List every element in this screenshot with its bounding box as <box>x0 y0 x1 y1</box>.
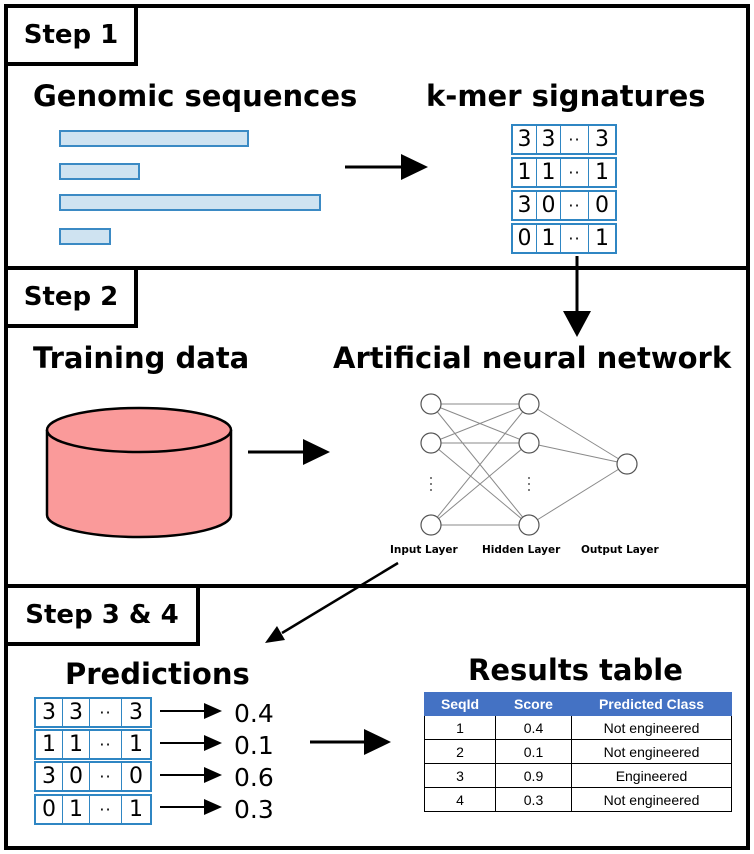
arrow-icon <box>160 767 222 783</box>
prediction-score: 0.6 <box>234 763 274 792</box>
kmer-cell: 1 <box>63 796 90 823</box>
arrow-diagonal-icon <box>265 561 399 643</box>
step1-tab: Step 1 <box>4 4 138 66</box>
kmer-cell: 1 <box>513 159 537 186</box>
arrow-icon <box>310 729 391 755</box>
kmer-cell: 1 <box>129 796 143 822</box>
prediction-kmer-row: 0 1 ·· 1 <box>34 794 152 825</box>
prediction-score: 0.1 <box>234 731 274 760</box>
input-layer-label: Input Layer <box>390 544 458 556</box>
prediction-score: 0.3 <box>234 795 274 824</box>
sequence-bar <box>59 130 249 147</box>
prediction-score: 0.4 <box>234 699 274 728</box>
table-cell: 2 <box>424 739 496 764</box>
kmer-ellipsis: ·· <box>561 225 589 252</box>
table-cell: 3 <box>424 763 496 788</box>
table-cell: Engineered <box>571 763 732 788</box>
column-header: Predicted Class <box>571 692 732 716</box>
kmer-cell: 0 <box>513 225 537 252</box>
table-cell: 4 <box>424 787 496 812</box>
kmer-signature-row: 1 1 ·· 1 <box>511 157 617 188</box>
kmer-signature-row: 0 1 ·· 1 <box>511 223 617 254</box>
kmer-ellipsis: ·· <box>90 731 122 758</box>
neural-network-icon <box>420 393 638 536</box>
arrow-icon <box>345 154 428 180</box>
kmer-cell: 3 <box>513 126 537 153</box>
kmer-cell: 0 <box>36 796 63 823</box>
kmer-cell: 3 <box>537 126 561 153</box>
kmer-cell: 0 <box>129 763 143 789</box>
kmer-ellipsis: ·· <box>90 796 122 823</box>
kmer-cell: 3 <box>513 192 537 219</box>
table-cell: Not engineered <box>571 739 732 764</box>
table-cell: Not engineered <box>571 787 732 812</box>
prediction-kmer-row: 3 0 ·· 0 <box>34 761 152 792</box>
kmer-signature-row: 3 3 ·· 3 <box>511 124 617 155</box>
predictions-heading: Predictions <box>65 657 250 691</box>
step3-4-tab: Step 3 & 4 <box>4 584 200 646</box>
kmer-cell: 1 <box>537 159 561 186</box>
kmer-cell: 0 <box>595 192 609 218</box>
table-cell: 0.9 <box>495 763 572 788</box>
arrow-icon <box>160 703 222 719</box>
output-layer-label: Output Layer <box>581 544 659 556</box>
kmer-ellipsis: ·· <box>90 699 122 726</box>
kmer-ellipsis: ·· <box>561 126 589 153</box>
kmer-cell: 1 <box>129 731 143 757</box>
kmer-ellipsis: ·· <box>561 159 589 186</box>
kmer-cell: 1 <box>36 731 63 758</box>
sequence-bar <box>59 194 321 211</box>
table-header-row: SeqId Score Predicted Class <box>424 692 732 716</box>
hidden-layer-label: Hidden Layer <box>482 544 561 556</box>
kmer-cell: 3 <box>36 763 63 790</box>
arrow-down-icon <box>563 256 591 337</box>
kmer-cell: 3 <box>36 699 63 726</box>
kmer-cell: 0 <box>537 192 561 219</box>
results-table: SeqId Score Predicted Class 1 0.4 Not en… <box>424 692 732 812</box>
sequence-bar <box>59 228 111 245</box>
kmer-cell: 0 <box>63 763 90 790</box>
table-cell: 0.4 <box>495 715 572 740</box>
column-header: SeqId <box>424 692 496 716</box>
sequence-bar <box>59 163 140 180</box>
kmer-signatures-heading: k-mer signatures <box>426 79 706 113</box>
kmer-cell: 1 <box>63 731 90 758</box>
prediction-kmer-row: 1 1 ·· 1 <box>34 729 152 760</box>
genomic-sequences-heading: Genomic sequences <box>33 79 358 113</box>
kmer-cell: 3 <box>595 126 609 152</box>
column-header: Score <box>495 692 572 716</box>
kmer-signature-row: 3 0 ·· 0 <box>511 190 617 221</box>
kmer-ellipsis: ·· <box>561 192 589 219</box>
kmer-cell: 3 <box>63 699 90 726</box>
arrow-icon <box>248 439 330 465</box>
step2-tab: Step 2 <box>4 266 138 328</box>
table-row: 1 0.4 Not engineered <box>424 715 732 740</box>
arrow-icon <box>160 799 222 815</box>
table-cell: 1 <box>424 715 496 740</box>
kmer-cell: 3 <box>129 699 143 725</box>
table-cell: 0.1 <box>495 739 572 764</box>
kmer-ellipsis: ·· <box>90 763 122 790</box>
kmer-cell: 1 <box>537 225 561 252</box>
kmer-cell: 1 <box>595 159 609 185</box>
arrow-icon <box>160 735 222 751</box>
results-table-heading: Results table <box>468 653 683 687</box>
table-row: 3 0.9 Engineered <box>424 763 732 788</box>
kmer-cell: 1 <box>595 225 609 251</box>
table-cell: Not engineered <box>571 715 732 740</box>
table-cell: 0.3 <box>495 787 572 812</box>
table-row: 2 0.1 Not engineered <box>424 739 732 764</box>
prediction-kmer-row: 3 3 ·· 3 <box>34 697 152 728</box>
table-row: 4 0.3 Not engineered <box>424 787 732 812</box>
training-data-heading: Training data <box>33 341 250 375</box>
database-icon <box>45 406 233 539</box>
ann-heading: Artificial neural network <box>333 341 732 375</box>
